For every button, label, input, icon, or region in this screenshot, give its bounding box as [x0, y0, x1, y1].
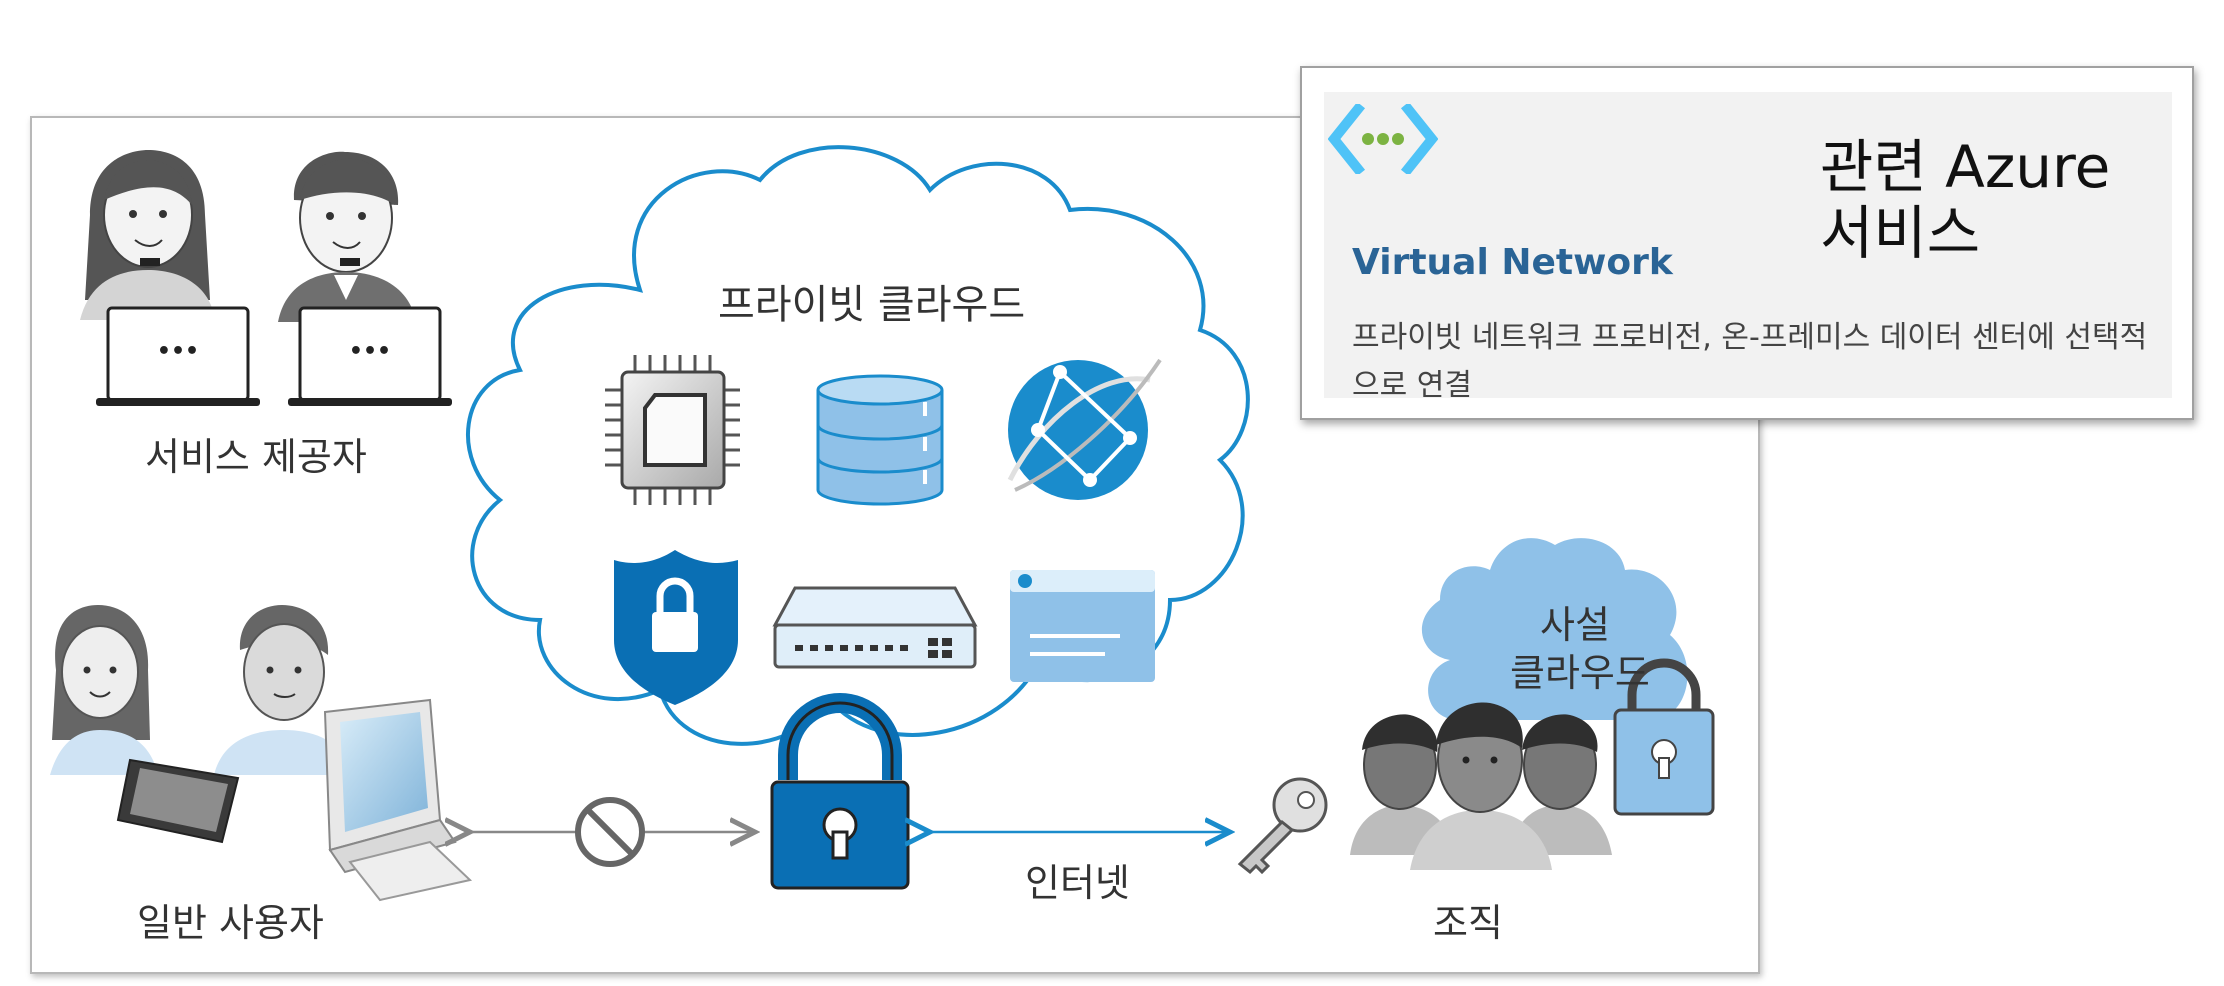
heading-line2: 서비스 [1820, 199, 1981, 267]
cpu-icon [605, 355, 740, 505]
svg-text:•••: ••• [157, 339, 199, 364]
small-private-cloud-shape [1421, 538, 1688, 720]
browser-window-icon [1010, 570, 1155, 682]
internet-label: 인터넷 [1025, 861, 1130, 905]
organization-padlock-icon [1613, 658, 1715, 816]
virtual-network-icon [1328, 104, 1438, 174]
virtual-network-description: 프라이빗 네트워크 프로비전, 온-프레미스 데이터 센터에 선택적으로 연결 [1352, 320, 2148, 403]
svg-text:•••: ••• [349, 339, 391, 364]
small-cloud-label-line2: 클라우드 [1510, 651, 1650, 695]
key-icon [1237, 777, 1328, 875]
central-padlock-icon [770, 693, 910, 890]
general-user-woman [50, 605, 158, 775]
prohibited-icon [575, 797, 645, 867]
organization-people [1350, 702, 1612, 870]
globe-network-icon [1007, 358, 1162, 500]
small-cloud-label-line1: 사설 [1540, 603, 1610, 647]
private-cloud-label: 프라이빗 클라우드 [718, 282, 1026, 328]
network-switch-icon [772, 586, 978, 669]
organization-label: 조직 [1433, 901, 1503, 945]
service-provider-man [278, 151, 416, 322]
database-icon [816, 374, 944, 506]
azure-service-card-body: Virtual Network 관련 Azure 서비스 프라이빗 네트워크 프… [1324, 92, 2172, 403]
service-provider-label: 서비스 제공자 [145, 435, 367, 479]
shield-lock-icon [614, 550, 738, 705]
desktop-computer-icon [323, 698, 473, 902]
laptop-icon: ••• [96, 306, 260, 406]
general-user-label: 일반 사용자 [137, 901, 324, 945]
service-provider-woman [80, 150, 215, 320]
tablet-icon [116, 758, 240, 844]
general-user-man [214, 605, 352, 775]
heading-line1: 관련 Azure [1820, 133, 2111, 201]
virtual-network-title: Virtual Network [1352, 242, 1673, 283]
laptop-icon: ••• [288, 306, 452, 406]
azure-service-card: Virtual Network 관련 Azure 서비스 프라이빗 네트워크 프… [1300, 66, 2194, 420]
related-azure-service-heading: 관련 Azure 서비스 [1820, 134, 2180, 266]
